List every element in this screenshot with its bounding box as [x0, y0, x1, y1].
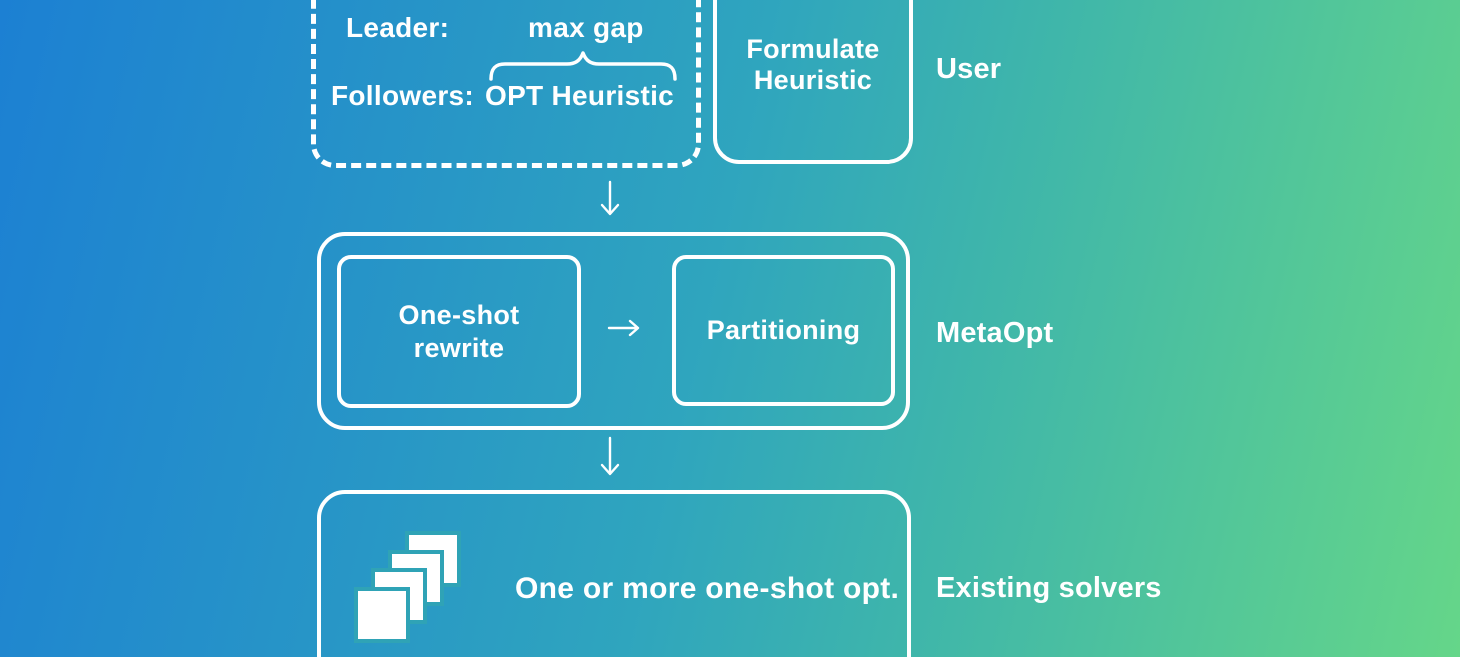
arrow-down-icon [600, 436, 620, 476]
followers-label: Followers: [331, 80, 475, 111]
leader-label: Leader: [346, 12, 450, 43]
stacked-squares-icon [358, 535, 457, 639]
leader-followers-spec-box: Leader: max gap Followers: OPT Heuristic [311, 0, 701, 168]
followers-value: OPT Heuristic [485, 80, 675, 111]
formulate-line1: Formulate [746, 34, 880, 64]
stacked-square-front [358, 591, 406, 639]
one-shot-rewrite-text: One-shot rewrite [399, 299, 520, 365]
partitioning-text: Partitioning [706, 315, 861, 345]
one-or-more-one-shot-text: One or more one-shot opt. [515, 572, 900, 605]
metaopt-box: One-shot rewrite Partitioning [317, 232, 910, 430]
leader-value: max gap [528, 12, 644, 43]
curly-brace-up-icon [489, 51, 677, 81]
user-side-label: User [936, 53, 1002, 85]
one-shot-rewrite-box: One-shot rewrite [337, 255, 581, 408]
one-shot-line2: rewrite [413, 332, 505, 363]
existing-solvers-side-label: Existing solvers [936, 572, 1162, 604]
arrow-down-icon [600, 180, 620, 216]
metaopt-side-label: MetaOpt [936, 317, 1054, 349]
formulate-heuristic-text: Formulate Heuristic [717, 34, 909, 96]
formulate-heuristic-box: Formulate Heuristic [713, 0, 913, 164]
formulate-line2: Heuristic [753, 65, 873, 95]
arrow-right-icon [607, 319, 640, 337]
partitioning-box: Partitioning [672, 255, 895, 406]
one-shot-line1: One-shot [398, 299, 520, 330]
existing-solvers-box: One or more one-shot opt. [317, 490, 911, 657]
